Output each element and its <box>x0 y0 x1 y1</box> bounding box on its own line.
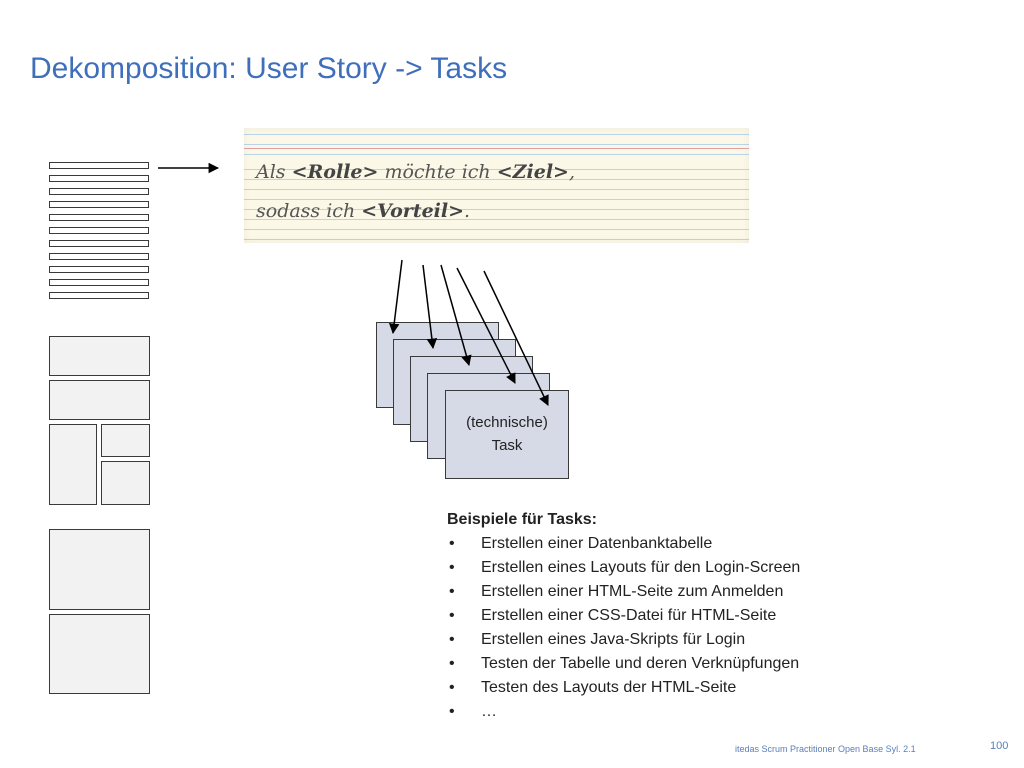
footer-text: itedas Scrum Practitioner Open Base Syl.… <box>735 744 916 754</box>
backlog-bar <box>49 201 149 208</box>
decompose-arrow <box>456 267 516 384</box>
page-number: 100 <box>990 740 1009 752</box>
backlog-block <box>101 424 150 457</box>
backlog-bar <box>49 214 149 221</box>
list-item: Testen des Layouts der HTML-Seite <box>447 677 800 701</box>
backlog-bar <box>49 162 149 169</box>
card-margin-line <box>244 148 749 149</box>
list-item: … <box>447 701 800 725</box>
backlog-bar <box>49 279 149 286</box>
task-label-technical: (technische) <box>466 414 548 431</box>
user-story-line-2: sodass ich <Vorteil>. <box>256 200 471 222</box>
examples-heading: Beispiele für Tasks: <box>447 511 597 528</box>
page-title: Dekomposition: User Story -> Tasks <box>30 52 508 85</box>
backlog-bar <box>49 253 149 260</box>
backlog-block <box>49 380 150 420</box>
backlog-bar <box>49 227 149 234</box>
decompose-arrow <box>440 264 472 367</box>
backlog-bar <box>49 266 149 273</box>
list-item: Erstellen einer HTML-Seite zum Anmelden <box>447 581 800 605</box>
backlog-bar <box>49 175 149 182</box>
backlog-block <box>101 461 150 505</box>
backlog-bar <box>49 240 149 247</box>
list-item: Erstellen eines Java-Skripts für Login <box>447 629 800 653</box>
decompose-arrow <box>422 264 438 350</box>
backlog-block <box>49 529 150 610</box>
backlog-bar <box>49 188 149 195</box>
backlog-block <box>49 614 150 694</box>
list-item: Testen der Tabelle und deren Verknüpfung… <box>447 653 800 677</box>
backlog-block <box>49 424 97 505</box>
decompose-arrow <box>388 259 403 335</box>
backlog-bar <box>49 292 149 299</box>
list-item: Erstellen eines Layouts für den Login-Sc… <box>447 557 800 581</box>
user-story-card: Als <Rolle> möchte ich <Ziel>, sodass ic… <box>244 128 749 243</box>
list-item: Erstellen einer Datenbanktabelle <box>447 533 800 557</box>
task-label-task: Task <box>491 437 523 454</box>
backlog-block <box>49 336 150 376</box>
list-item: Erstellen einer CSS-Datei für HTML-Seite <box>447 605 800 629</box>
examples-list: Erstellen einer Datenbanktabelle Erstell… <box>447 533 800 725</box>
decompose-arrow <box>483 270 549 406</box>
user-story-line-1: Als <Rolle> möchte ich <Ziel>, <box>256 161 575 183</box>
